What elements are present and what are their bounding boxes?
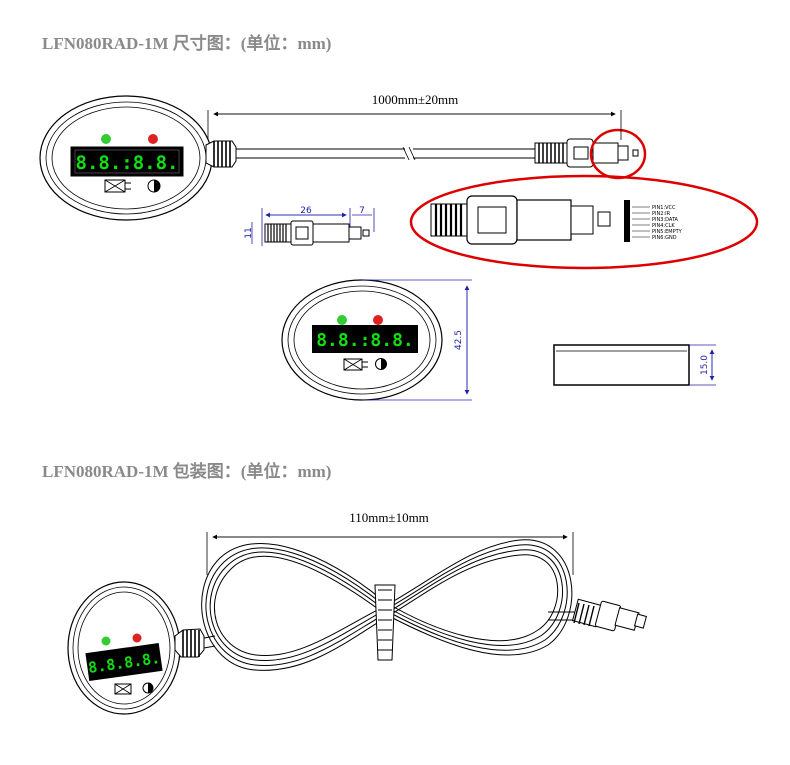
side-depth-label: 15.0 bbox=[700, 355, 710, 375]
coil-plug bbox=[571, 598, 647, 632]
cable-top bbox=[205, 128, 647, 180]
red-led-icon bbox=[132, 633, 142, 643]
pin2-label: PIN2:IR bbox=[652, 211, 671, 217]
sensor-front-view: 8.8.:8.8. 42.5 bbox=[281, 279, 472, 401]
pin6-label: PIN6:GND bbox=[652, 235, 677, 241]
pin3-label: PIN3:DATA bbox=[652, 217, 679, 223]
lcd-digits: 8.8.:8.8. bbox=[76, 152, 179, 174]
red-led-icon bbox=[373, 315, 383, 325]
plug-tip-label: 7 bbox=[359, 206, 365, 216]
front-height-label: 42.5 bbox=[454, 330, 464, 350]
ir-sensor-icon bbox=[104, 179, 161, 193]
plug-height-label: 11 bbox=[244, 227, 254, 238]
sensor-head-top: 8.8.:8.8. bbox=[39, 95, 213, 221]
red-led-icon bbox=[148, 134, 158, 144]
pin1-label: PIN1:VCC bbox=[652, 205, 676, 211]
cable-length-label: 1000mm±20mm bbox=[372, 92, 459, 107]
ir-sensor-icon bbox=[343, 358, 387, 371]
pin5-label: PIN5:EMPTY bbox=[652, 229, 683, 235]
coil-length-label: 110mm±10mm bbox=[349, 510, 429, 525]
ir-sensor-icon bbox=[114, 682, 154, 695]
coil-length-dimension: 110mm±10mm bbox=[206, 510, 574, 575]
plug-dimension-detail: 26 7 11 bbox=[244, 206, 375, 246]
sensor-head-package: 8.8.8.8. bbox=[67, 581, 216, 715]
highlight-ellipse-large bbox=[409, 174, 759, 270]
cable-length-dimension: 1000mm±20mm bbox=[207, 92, 622, 140]
pin4-label: PIN4:CLK bbox=[652, 223, 675, 229]
section1-title: LFN080RAD-1M 尺寸图：(单位：mm) bbox=[42, 34, 332, 53]
green-led-icon bbox=[101, 134, 111, 144]
coiled-cable bbox=[201, 539, 575, 671]
lcd-digits-front: 8.8.:8.8. bbox=[316, 330, 414, 351]
sensor-side-view: 15.0 bbox=[553, 344, 716, 386]
green-led-icon bbox=[337, 315, 347, 325]
section2-title: LFN080RAD-1M 包装图：(单位：mm) bbox=[42, 462, 332, 481]
plug-length-label: 26 bbox=[300, 206, 312, 216]
plug-zoom-detail: PIN1:VCC PIN2:IR PIN3:DATA PIN4:CLK PIN5… bbox=[409, 174, 759, 270]
green-led-icon bbox=[101, 636, 111, 646]
